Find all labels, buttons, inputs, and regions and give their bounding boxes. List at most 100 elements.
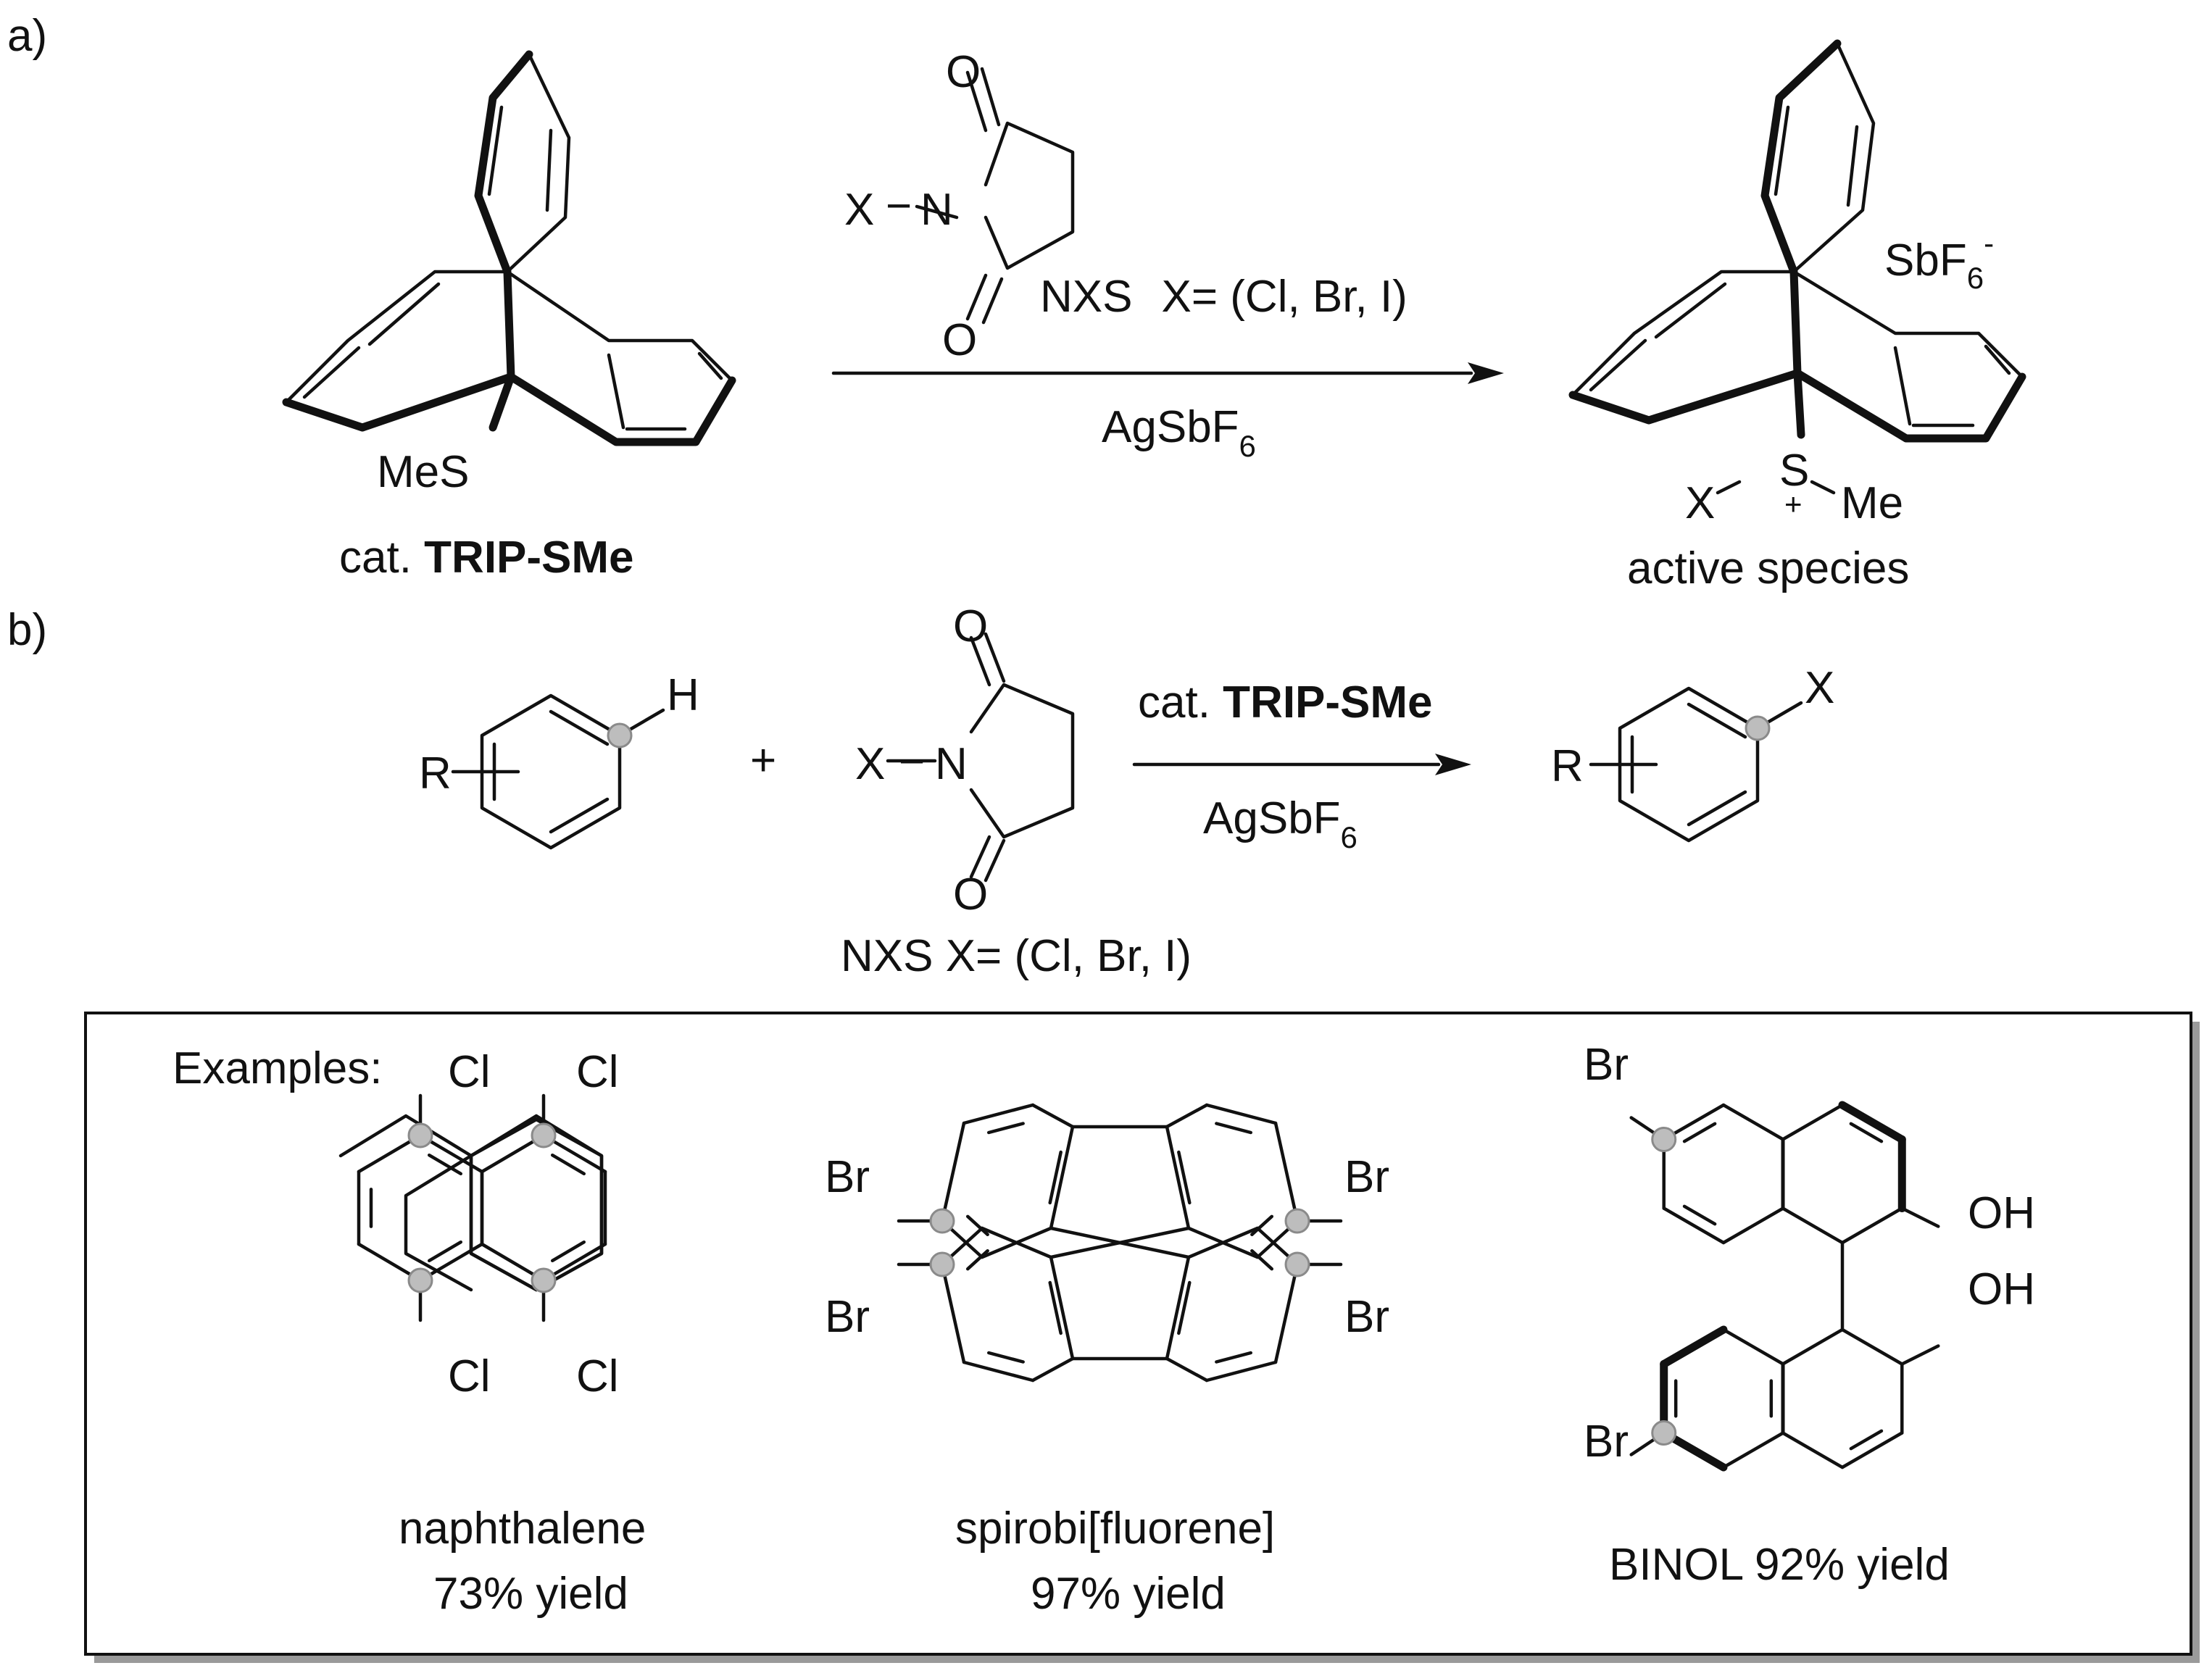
bond bbox=[1118, 1226, 1191, 1245]
counterion-label: SbF6- bbox=[1884, 226, 1994, 295]
active-species-caption: active species bbox=[1627, 543, 1909, 593]
naphthalene-cl-top-left: Cl bbox=[448, 1047, 491, 1097]
reaction-arrow-b bbox=[1132, 754, 1471, 775]
substitution-site-marker bbox=[1651, 1127, 1677, 1152]
species-charge: + bbox=[1784, 487, 1803, 521]
binol-bold-bond bbox=[1838, 1101, 1906, 1143]
nxs-a-o-top: O bbox=[946, 47, 981, 97]
spiro-br-top-left: Br bbox=[825, 1152, 870, 1202]
naphthalene-cl-bottom-right: Cl bbox=[576, 1351, 619, 1401]
naphthalene-cl-top-right: Cl bbox=[576, 1047, 619, 1097]
binol-ring bbox=[1721, 1103, 1785, 1141]
species-me: Me bbox=[1841, 478, 1903, 528]
inner-double-bond bbox=[1250, 1248, 1274, 1271]
substitution-site-marker bbox=[407, 1267, 433, 1293]
naphthalene-yield: 73% yield bbox=[433, 1569, 628, 1619]
bond bbox=[1205, 1103, 1278, 1125]
inner-double-bond bbox=[986, 1351, 1025, 1364]
binol-ring bbox=[1781, 1327, 1845, 1366]
inner-double-bond bbox=[1048, 1150, 1063, 1205]
inner-double-bond bbox=[1048, 1280, 1063, 1335]
nxs-b-dash: − bbox=[899, 737, 925, 787]
species-x: X bbox=[1685, 478, 1715, 528]
catalyst-b-label: cat. TRIP-SMe bbox=[1138, 678, 1433, 727]
bond bbox=[940, 1121, 966, 1223]
inner-double-bond bbox=[550, 1153, 586, 1176]
substrate-arene-structure bbox=[451, 693, 665, 850]
binol-ring bbox=[1781, 1103, 1845, 1141]
bond bbox=[1273, 1262, 1300, 1364]
additive-b: AgSbF6 bbox=[1203, 793, 1357, 854]
spiro-br-bottom-right: Br bbox=[1344, 1292, 1389, 1342]
substrate-h: H bbox=[667, 670, 699, 720]
binol-br-top: Br bbox=[1584, 1040, 1629, 1090]
inner-double-bond bbox=[1177, 1150, 1192, 1205]
substrate-r: R bbox=[419, 749, 452, 799]
inner-double-bond bbox=[1849, 1122, 1884, 1143]
inner-double-bond bbox=[965, 1214, 989, 1237]
binol-ring bbox=[1781, 1431, 1845, 1469]
binol-ring bbox=[1840, 1327, 1904, 1366]
trip-sme-catalyst-structure bbox=[282, 50, 736, 446]
binol-ring bbox=[1662, 1206, 1726, 1245]
bond bbox=[1165, 1125, 1191, 1230]
bond bbox=[1165, 1255, 1191, 1361]
inner-double-bond bbox=[1682, 1122, 1717, 1143]
bond bbox=[1049, 1241, 1122, 1259]
bond bbox=[1186, 1226, 1260, 1259]
substitution-site-marker bbox=[1651, 1420, 1677, 1446]
additive-a: AgSbF6 bbox=[1102, 402, 1256, 463]
substitution-site-marker bbox=[929, 1208, 955, 1234]
c-oh-bond bbox=[1900, 1344, 1940, 1366]
inner-double-bond bbox=[1849, 1429, 1884, 1451]
active-species-structure bbox=[1568, 39, 2026, 495]
examples-box bbox=[84, 1012, 2192, 1656]
spiro-yield: 97% yield bbox=[1031, 1569, 1226, 1619]
inner-double-bond bbox=[1215, 1351, 1253, 1364]
binol-ring bbox=[1721, 1206, 1785, 1245]
binol-bold-bond bbox=[1660, 1325, 1728, 1368]
inner-double-bond bbox=[427, 1153, 463, 1176]
bond bbox=[962, 1360, 1035, 1383]
inner-double-bond bbox=[1177, 1280, 1192, 1335]
product-r: R bbox=[1551, 741, 1584, 791]
binol-ring bbox=[1840, 1431, 1904, 1469]
binol-ring bbox=[1721, 1327, 1785, 1366]
substitution-site-marker bbox=[531, 1267, 557, 1293]
reaction-arrow-a bbox=[831, 362, 1504, 384]
bond bbox=[1031, 1103, 1075, 1129]
bond bbox=[1118, 1241, 1191, 1259]
naphthalene-name: naphthalene bbox=[399, 1504, 646, 1554]
bond bbox=[962, 1103, 1035, 1125]
species-s: S bbox=[1779, 446, 1809, 496]
binol-oh-bottom: OH bbox=[1968, 1264, 2035, 1314]
bond bbox=[1049, 1226, 1122, 1245]
panel-b-label: b) bbox=[7, 605, 47, 655]
inner-double-bond bbox=[550, 1240, 586, 1263]
inner-double-bond bbox=[427, 1240, 463, 1263]
inner-double-bond bbox=[986, 1122, 1025, 1135]
binol-ring bbox=[1721, 1431, 1785, 1469]
spiro-name: spirobi[fluorene] bbox=[955, 1504, 1275, 1554]
inner-double-bond bbox=[1215, 1122, 1253, 1135]
nxs-a-o-bottom: O bbox=[942, 315, 977, 365]
bond bbox=[980, 1226, 1053, 1259]
binol-oh-top: OH bbox=[1968, 1188, 2035, 1238]
inner-double-bond bbox=[1682, 1204, 1717, 1226]
inner-double-bond bbox=[965, 1248, 989, 1271]
bond bbox=[1049, 1255, 1075, 1361]
product-x: X bbox=[1805, 663, 1834, 713]
bond bbox=[940, 1262, 966, 1364]
substitution-site-marker bbox=[1284, 1208, 1310, 1234]
nxs-a-n: N bbox=[920, 185, 953, 235]
naphthalene-drawing bbox=[469, 1117, 604, 1292]
nxs-b-caption: NXS X= (Cl, Br, I) bbox=[841, 931, 1192, 981]
nxs-b-o-bottom: O bbox=[953, 870, 988, 920]
nxs-b-x: X bbox=[855, 739, 885, 789]
bond bbox=[1049, 1125, 1075, 1230]
binol-ring bbox=[1781, 1206, 1845, 1245]
spiro-br-top-right: Br bbox=[1344, 1152, 1389, 1202]
plus-sign: + bbox=[750, 735, 776, 785]
product-arene-structure bbox=[1589, 686, 1803, 843]
binol-ring bbox=[1840, 1206, 1904, 1245]
